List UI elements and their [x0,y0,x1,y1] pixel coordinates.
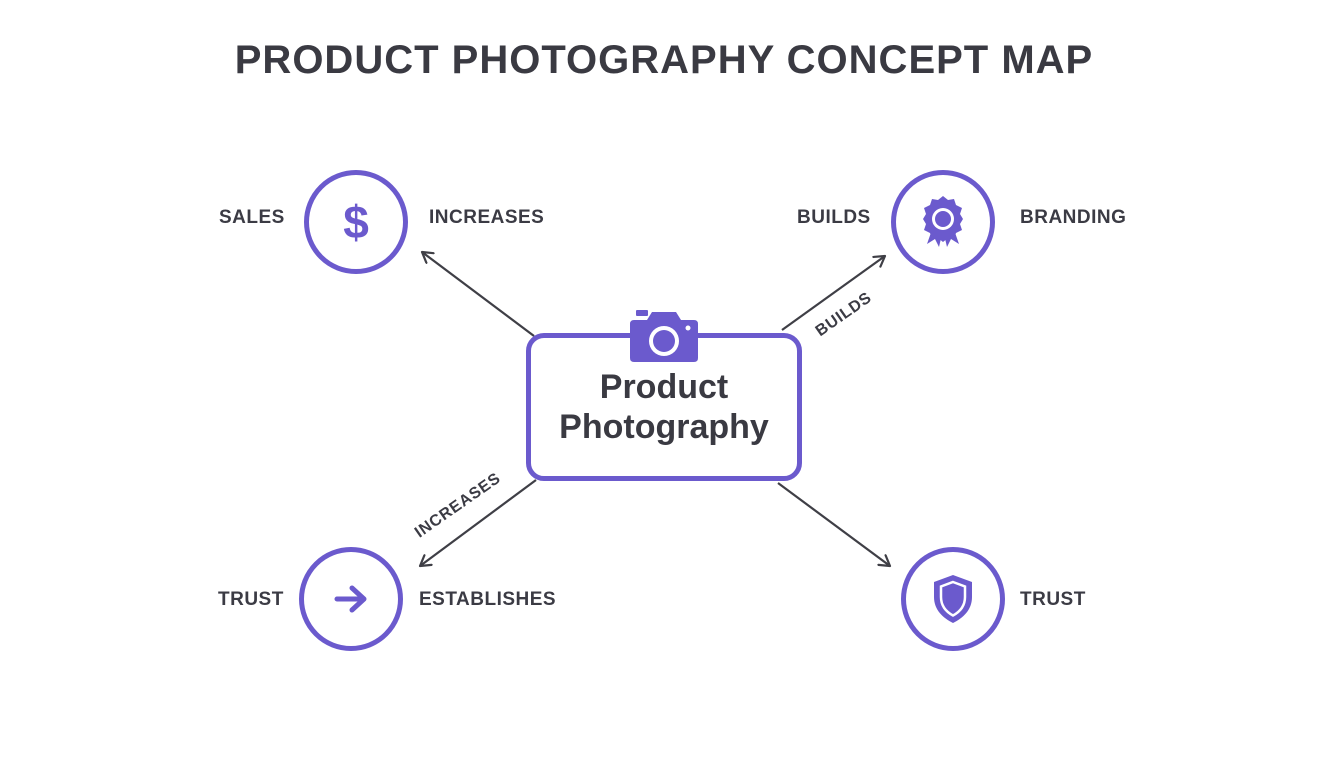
builds-label: BUILDS [797,207,871,228]
trust-left-label: TRUST [218,589,284,610]
arrow-to-sales [422,252,535,337]
arrow-right-icon [334,585,367,613]
increases-label: INCREASES [429,207,545,228]
establishes-node [299,547,403,651]
establishes-label: ESTABLISHES [419,589,557,610]
trust-right-label: TRUST [1020,589,1086,610]
branding-label: BRANDING [1020,207,1127,228]
branding-node [891,170,995,274]
arrow-to-branding [781,256,885,331]
center-title-line2: Photography [559,408,769,446]
shield-icon [934,575,972,623]
camera-icon [630,310,698,362]
arrow-to-trust-right [777,482,890,566]
arrow-to-trust-left [420,479,537,566]
center-title-line1: Product [599,368,729,406]
trust-node [901,547,1005,651]
sales-node: $ [304,170,408,274]
dollar-icon: $ [343,196,369,248]
award-badge-icon [923,196,963,247]
sales-label: SALES [219,207,285,228]
page-title: PRODUCT PHOTOGRAPHY CONCEPT MAP [234,38,1094,82]
